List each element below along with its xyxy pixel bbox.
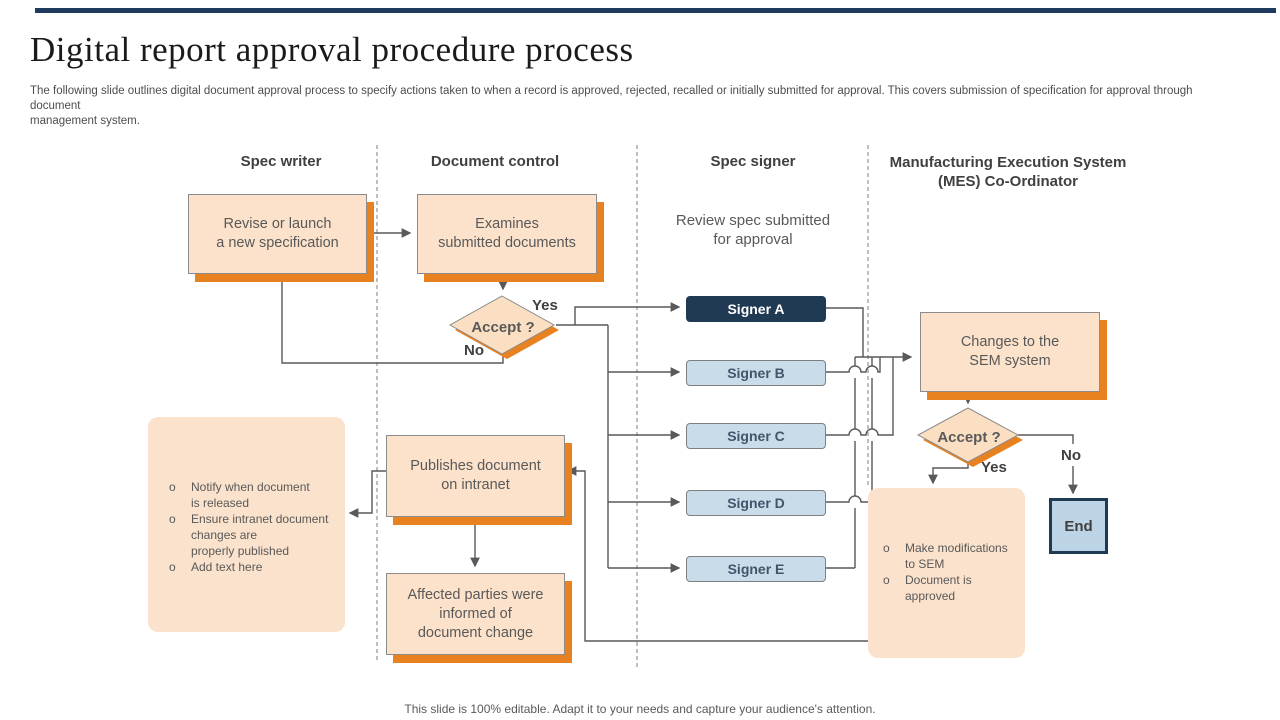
note-text: Notify when document is released [191,480,310,510]
review-spec-note: Review spec submitted for approval [675,212,831,248]
list-item: o Add text here [164,559,334,575]
bullet-marker: o [169,512,176,526]
bullet-marker: o [883,541,890,555]
connector-accept2-yes [928,462,969,485]
notes-box-sem: o Make modifications to SEM o Document i… [868,488,1025,658]
notes-right-list: o Make modifications to SEM o Document i… [878,540,1018,604]
list-item: o Document is approved [878,572,1018,604]
connector-notes-right-to-publishes [566,466,868,642]
label-yes-2: Yes [981,459,1007,476]
list-item: o Make modifications to SEM [878,540,1018,572]
bullet-marker: o [883,573,890,587]
node-publishes-document: Publishes document on intranet [386,435,565,517]
node-affected-parties: Affected parties were informed of docume… [386,573,565,655]
page-title: Digital report approval procedure proces… [30,30,634,69]
node-examines-documents: Examines submitted documents [417,194,597,274]
note-text: Document is approved [905,573,972,603]
label-yes-1: Yes [532,297,558,314]
node-signer-c: Signer C [686,423,826,449]
label-no-2: No [1061,447,1081,464]
node-end: End [1049,498,1108,554]
connector-accept2-no [1018,434,1073,493]
lane-header-spec-signer: Spec signer [710,153,796,170]
list-item: o Ensure intranet document changes are p… [164,511,334,559]
node-signer-b: Signer B [686,360,826,386]
node-revise-specification: Revise or launch a new specification [188,194,367,274]
note-text: Make modifications to SEM [905,541,1008,571]
slide-footer: This slide is 100% editable. Adapt it to… [404,702,876,716]
bullet-marker: o [169,560,176,574]
bullet-marker: o [169,480,176,494]
note-text: Add text here [191,560,263,574]
lane-header-spec-writer: Spec writer [240,153,322,170]
connector-signer-a-out [824,307,864,357]
label-no-1: No [464,342,484,359]
list-item: o Notify when document is released [164,479,334,511]
connector-accept1-yes-trunk [556,307,679,326]
node-signer-e: Signer E [686,556,826,582]
top-accent-bar [35,8,1276,13]
connector-signer-c-out [824,357,894,436]
connector-signer-d-out [824,495,872,503]
note-text: Ensure intranet document changes are pro… [191,512,329,558]
slide-subtitle: The following slide outlines digital doc… [30,85,1193,127]
notes-box-intranet: o Notify when document is released o Ens… [148,417,345,632]
node-signer-a: Signer A [686,296,826,322]
notes-left-list: o Notify when document is released o Ens… [164,479,334,575]
connector-publishes-to-notes-left [348,470,386,518]
lane-header-document-control: Document control [430,153,560,170]
lane-header-mes-coordinator: Manufacturing Execution System (MES) Co-… [889,154,1127,190]
connector-sem-to-accept2 [963,390,1004,405]
connector-signer-b-out [824,357,881,373]
node-changes-sem-system: Changes to the SEM system [920,312,1100,392]
node-signer-d: Signer D [686,490,826,516]
